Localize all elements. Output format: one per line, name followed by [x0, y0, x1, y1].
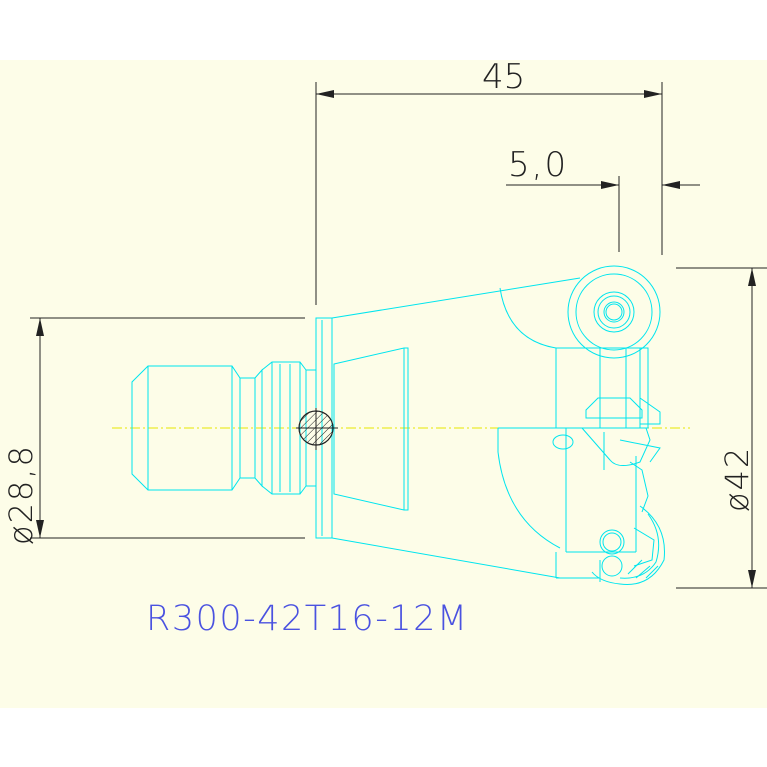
dimension-shank-diameter: ø28,8 — [2, 444, 40, 545]
insert-pocket-lower — [552, 427, 665, 585]
dimension-overall-length: 45 — [482, 57, 525, 97]
dimension-cutter-diameter: ø42 — [718, 446, 756, 512]
center-marker — [296, 408, 338, 450]
inner-cone — [333, 347, 409, 511]
dimension-lines — [30, 82, 767, 589]
dimension-offset: 5,0 — [508, 145, 568, 185]
top-screw — [567, 265, 661, 359]
sheet-background — [0, 60, 767, 708]
part-number: R300-42T16-12M — [146, 599, 469, 639]
